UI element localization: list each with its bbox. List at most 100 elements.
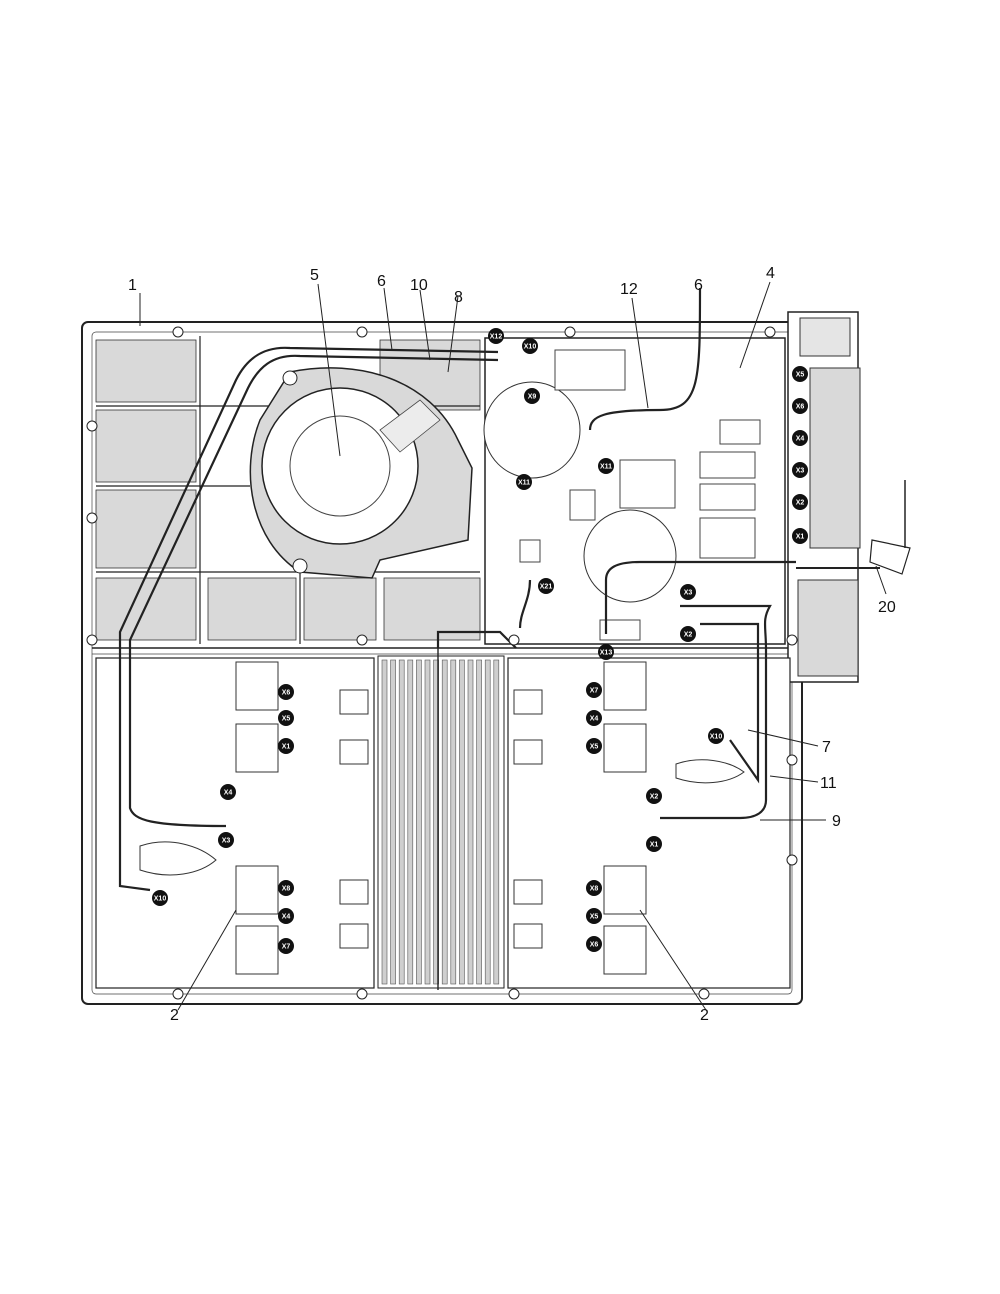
callout-6: 6	[377, 273, 386, 290]
screw	[786, 854, 798, 866]
callout-6-right: 6	[694, 277, 703, 294]
connector-label: X1	[650, 842, 659, 849]
connector-left_module-marker	[152, 890, 168, 906]
connector-right_module-marker	[646, 788, 662, 804]
connector-label: X5	[590, 914, 599, 921]
screw	[786, 754, 798, 766]
screw	[356, 326, 368, 338]
heatsink-fins	[377, 655, 505, 989]
callout-4: 4	[766, 265, 775, 282]
fan-assembly	[249, 367, 473, 579]
heatsink-fin	[381, 659, 388, 985]
connector-label: X7	[590, 688, 599, 695]
callout-9: 9	[832, 813, 841, 830]
screw	[764, 326, 776, 338]
callout-8: 8	[454, 289, 463, 306]
heatsink-fin	[467, 659, 474, 985]
callout-7: 7	[822, 739, 831, 756]
screw	[698, 988, 710, 1000]
callout-11: 11	[820, 775, 837, 792]
screw	[172, 326, 184, 338]
connector-right_module-marker	[586, 880, 602, 896]
connector-label: X11	[518, 480, 530, 487]
callout-2-right: 2	[700, 1007, 709, 1024]
connector-right_strip-marker	[792, 366, 808, 382]
heatsink-fin	[424, 659, 431, 985]
connector-right_module-marker	[708, 728, 724, 744]
screw	[356, 988, 368, 1000]
connector-label: X4	[224, 790, 233, 797]
connector-left_module-marker	[278, 880, 294, 896]
heatsink-fin	[476, 659, 482, 985]
connector-left_module-marker	[278, 710, 294, 726]
connector-right_module-marker	[586, 682, 602, 698]
callout-10: 10	[410, 277, 428, 294]
callout-1: 1	[128, 277, 137, 294]
connector-label: X9	[528, 394, 537, 401]
callout-20: 20	[878, 599, 896, 616]
screw	[508, 988, 520, 1000]
connector-right_module-marker	[586, 710, 602, 726]
screw	[564, 326, 576, 338]
connector-label: X2	[684, 632, 693, 639]
connector-left_module-marker	[278, 684, 294, 700]
connector-label: X7	[282, 944, 291, 951]
connector-label: X5	[796, 372, 805, 379]
screw	[508, 634, 520, 646]
upper-left-compartments	[95, 339, 481, 641]
connector-left_module-marker	[278, 908, 294, 924]
connector-left_module-marker	[278, 938, 294, 954]
connector-right_strip-marker	[792, 494, 808, 510]
connector-right_strip-marker	[792, 398, 808, 414]
heatsink-fin	[441, 659, 448, 985]
connector-top-marker	[524, 388, 540, 404]
heatsink-fin	[398, 659, 405, 985]
connector-label: X3	[684, 590, 693, 597]
connector-label: X1	[282, 744, 291, 751]
connector-label: X3	[222, 838, 231, 845]
connector-left_module-marker	[218, 832, 234, 848]
connector-left_module-marker	[220, 784, 236, 800]
connector-label: X11	[600, 464, 612, 471]
connector-right_module-marker	[646, 836, 662, 852]
connector-right_strip-marker	[792, 430, 808, 446]
connector-label: X10	[154, 896, 167, 903]
connector-label: X3	[796, 468, 805, 475]
connector-label: X6	[282, 690, 291, 697]
connector-left_module-marker	[278, 738, 294, 754]
screw	[86, 420, 98, 432]
connector-right_strip-marker	[792, 462, 808, 478]
callout-2-left: 2	[170, 1007, 179, 1024]
connector-right_module-marker	[586, 738, 602, 754]
wiring-harness	[118, 287, 796, 990]
connector-label: X1	[796, 534, 805, 541]
connector-label: X6	[796, 404, 805, 411]
connector-right_module-marker	[586, 936, 602, 952]
heatsink-fin	[484, 659, 491, 985]
connector-label: X2	[796, 500, 805, 507]
heatsink-fin	[416, 659, 422, 985]
screw	[356, 634, 368, 646]
connector-label: X13	[600, 650, 613, 657]
callout-12: 12	[620, 281, 638, 298]
connector-top-marker	[516, 474, 532, 490]
heatsink-fin	[459, 659, 465, 985]
connector-label: X8	[590, 886, 599, 893]
heatsink-fin	[450, 659, 457, 985]
screw	[86, 512, 98, 524]
connector-label: X4	[282, 914, 291, 921]
callout-labels: 1 5 6 10 8 12 6 4 20 7 11 9 2 2	[128, 265, 896, 1024]
connector-top-marker	[488, 328, 504, 344]
connector-top-marker	[522, 338, 538, 354]
connector-label: X2	[650, 794, 659, 801]
heatsink-fin	[493, 659, 500, 985]
control-board	[483, 337, 786, 645]
connector-label: X10	[710, 734, 723, 741]
screw	[786, 634, 798, 646]
screw	[86, 634, 98, 646]
mounting-screws	[86, 326, 798, 1000]
connector-label: X8	[282, 886, 291, 893]
connector-label: X4	[590, 716, 599, 723]
connector-top-marker	[680, 584, 696, 600]
connector-top-marker	[538, 578, 554, 594]
